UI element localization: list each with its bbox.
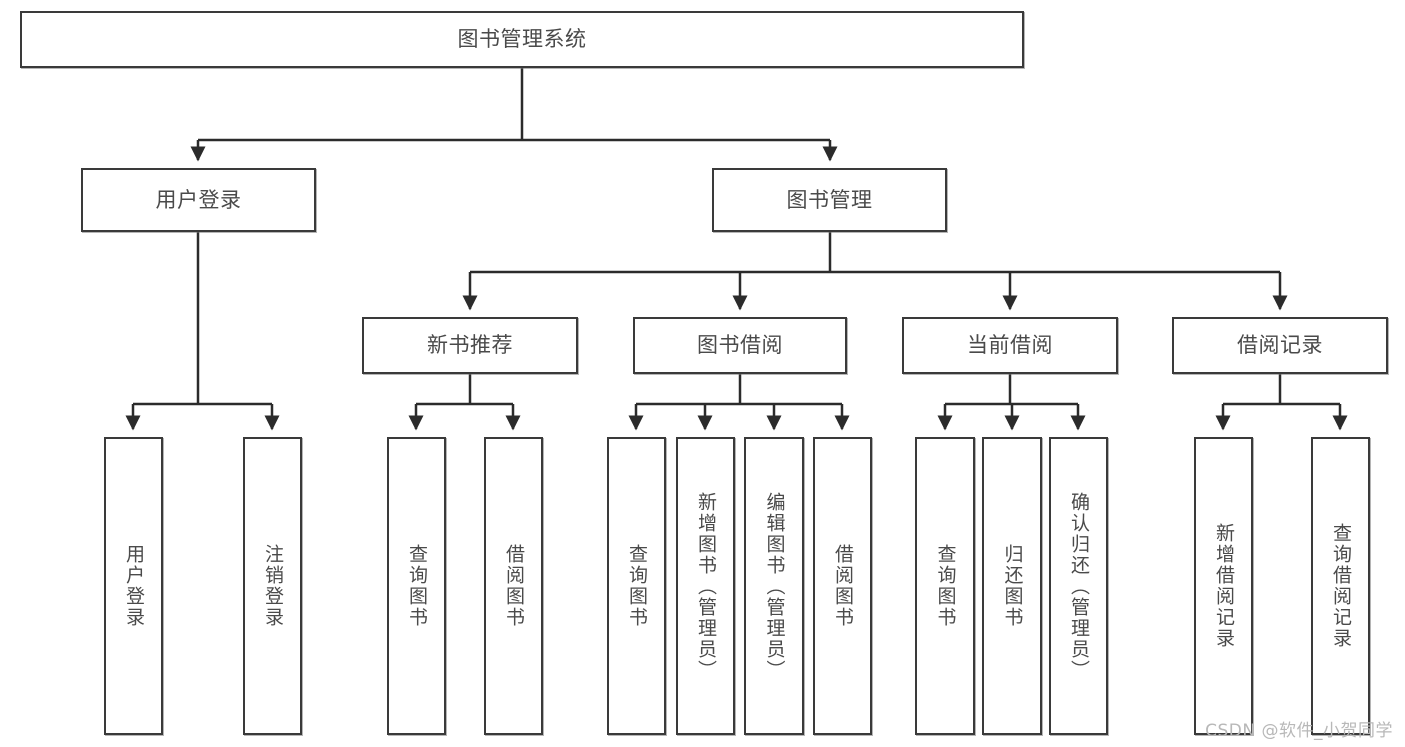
node-leaf-add-book-label: 新增图书（管理员） bbox=[695, 491, 717, 681]
node-leaf-query-book-1-label: 查询图书 bbox=[406, 544, 428, 628]
node-leaf-confirm-return[interactable]: 确认归还（管理员） bbox=[1049, 437, 1108, 735]
node-leaf-borrow-book-2[interactable]: 借阅图书 bbox=[813, 437, 872, 735]
node-current-borrow-label: 当前借阅 bbox=[967, 333, 1053, 358]
node-leaf-query-book-1[interactable]: 查询图书 bbox=[387, 437, 446, 735]
node-book-borrow[interactable]: 图书借阅 bbox=[633, 317, 847, 374]
node-user-login[interactable]: 用户登录 bbox=[81, 168, 316, 232]
node-leaf-query-record-label: 查询借阅记录 bbox=[1330, 523, 1352, 649]
node-leaf-user-login[interactable]: 用户登录 bbox=[104, 437, 163, 735]
node-borrow-record[interactable]: 借阅记录 bbox=[1172, 317, 1388, 374]
node-leaf-return-book-label: 归还图书 bbox=[1001, 544, 1024, 628]
node-user-login-label: 用户登录 bbox=[155, 187, 242, 212]
node-leaf-add-record[interactable]: 新增借阅记录 bbox=[1194, 437, 1253, 735]
node-leaf-add-record-label: 新增借阅记录 bbox=[1213, 523, 1235, 649]
node-leaf-borrow-book-1-label: 借阅图书 bbox=[503, 544, 525, 628]
node-root-label: 图书管理系统 bbox=[457, 27, 587, 52]
node-book-manage[interactable]: 图书管理 bbox=[712, 168, 947, 232]
node-leaf-logout-label: 注销登录 bbox=[262, 544, 284, 628]
node-leaf-query-book-3[interactable]: 查询图书 bbox=[915, 437, 975, 735]
node-leaf-query-record[interactable]: 查询借阅记录 bbox=[1311, 437, 1370, 735]
node-root[interactable]: 图书管理系统 bbox=[20, 11, 1024, 68]
node-current-borrow[interactable]: 当前借阅 bbox=[902, 317, 1118, 374]
node-leaf-edit-book-label: 编辑图书（管理员） bbox=[763, 491, 786, 681]
node-leaf-borrow-book-2-label: 借阅图书 bbox=[832, 544, 854, 628]
node-leaf-return-book[interactable]: 归还图书 bbox=[982, 437, 1042, 735]
node-new-book-rec-label: 新书推荐 bbox=[427, 333, 513, 358]
node-leaf-borrow-book-1[interactable]: 借阅图书 bbox=[484, 437, 543, 735]
node-leaf-edit-book[interactable]: 编辑图书（管理员） bbox=[744, 437, 804, 735]
node-leaf-query-book-3-label: 查询图书 bbox=[934, 544, 957, 628]
node-leaf-logout[interactable]: 注销登录 bbox=[243, 437, 302, 735]
node-leaf-query-book-2[interactable]: 查询图书 bbox=[607, 437, 666, 735]
node-borrow-record-label: 借阅记录 bbox=[1237, 333, 1323, 358]
node-book-manage-label: 图书管理 bbox=[786, 187, 873, 212]
node-book-borrow-label: 图书借阅 bbox=[697, 333, 783, 358]
node-leaf-user-login-label: 用户登录 bbox=[123, 544, 145, 628]
node-new-book-rec[interactable]: 新书推荐 bbox=[362, 317, 578, 374]
node-leaf-query-book-2-label: 查询图书 bbox=[626, 544, 648, 628]
watermark: CSDN @软件_小贺同学 bbox=[1205, 721, 1393, 741]
node-leaf-confirm-return-label: 确认归还（管理员） bbox=[1068, 491, 1090, 681]
node-leaf-add-book[interactable]: 新增图书（管理员） bbox=[676, 437, 735, 735]
